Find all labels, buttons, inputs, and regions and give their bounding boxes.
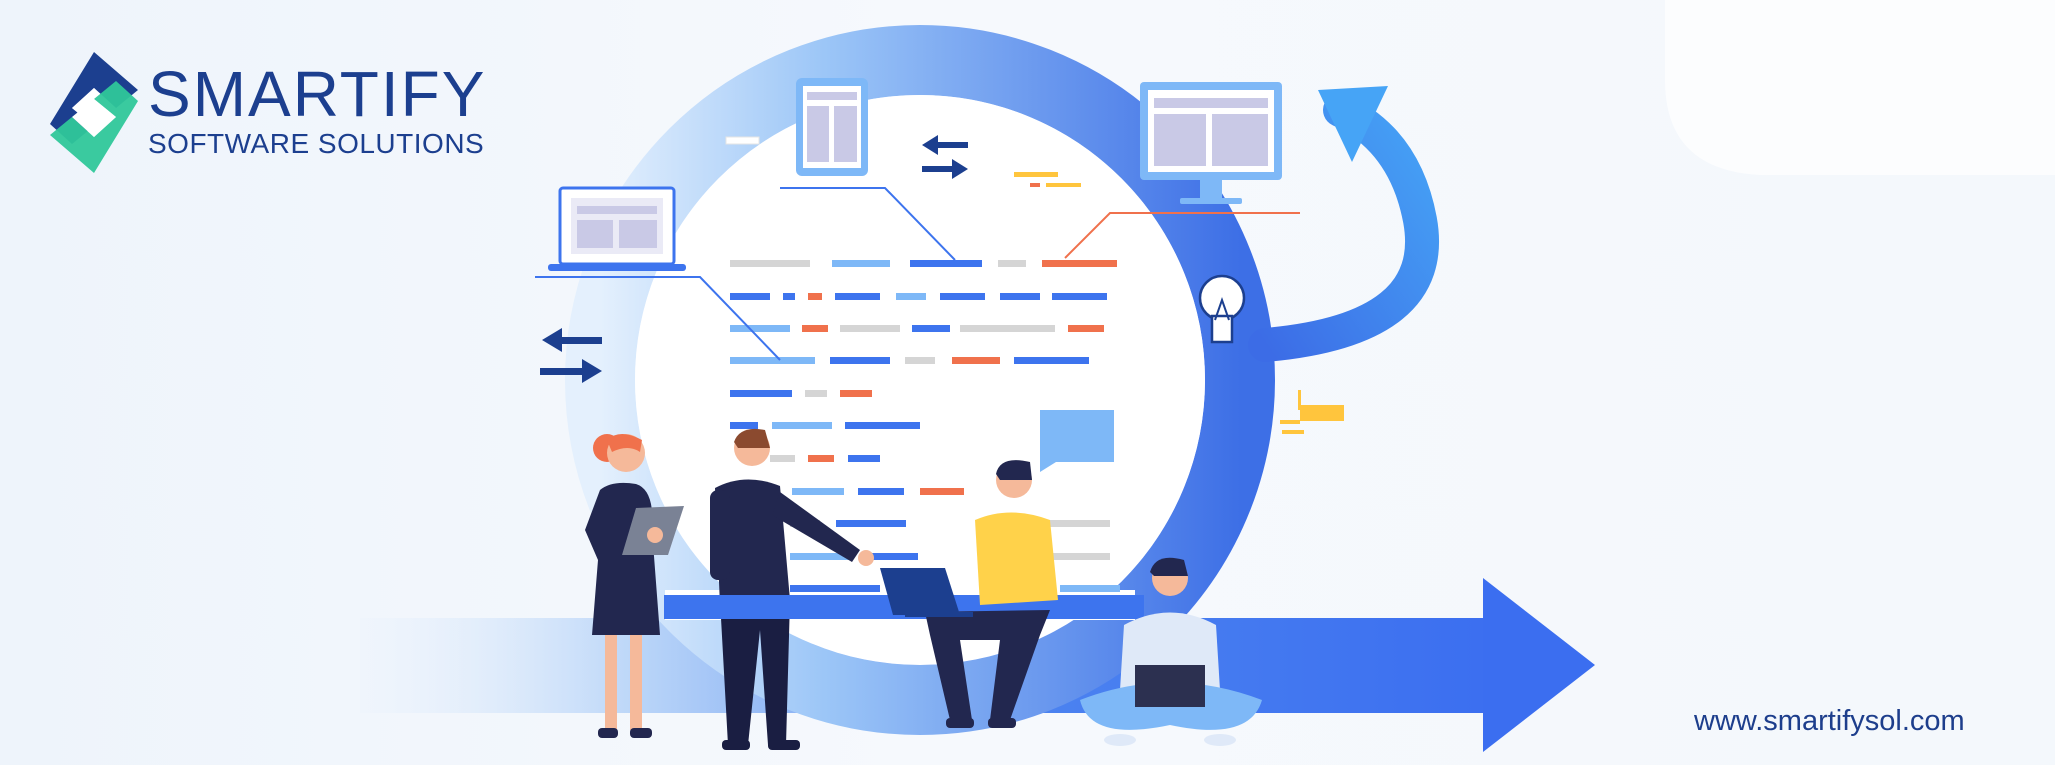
yellow-dashes: [1014, 172, 1344, 434]
connector-line: [1064, 212, 1300, 259]
brand-tagline: SOFTWARE SOLUTIONS: [148, 128, 485, 159]
tablet-icon: [796, 78, 868, 176]
person-man-suit: [710, 428, 874, 750]
swap-arrows-icon: [922, 135, 968, 179]
cycle-ring: [565, 25, 1275, 735]
cycle-arrow-icon: [1248, 86, 1440, 362]
connector-line: [780, 187, 956, 261]
dash-decoration: [725, 136, 760, 145]
person-man-laptop: [664, 460, 1144, 728]
person-woman-tablet: [585, 434, 684, 738]
person-man-sitting: [1080, 557, 1262, 746]
monitor-icon: [1140, 82, 1282, 204]
laptop-icon: [548, 186, 686, 271]
chat-bubble-icon: [1040, 410, 1114, 472]
connector-line: [535, 276, 781, 361]
corner-shape: [1665, 0, 2055, 175]
brand-name: SMARTIFY: [148, 58, 487, 130]
swap-arrows-icon: [540, 328, 602, 383]
lightbulb-icon: [1198, 274, 1246, 344]
code-lines: [730, 260, 1120, 592]
website-link[interactable]: www.smartifysol.com: [1694, 705, 1965, 737]
smartify-s-logo-icon: [50, 52, 138, 173]
